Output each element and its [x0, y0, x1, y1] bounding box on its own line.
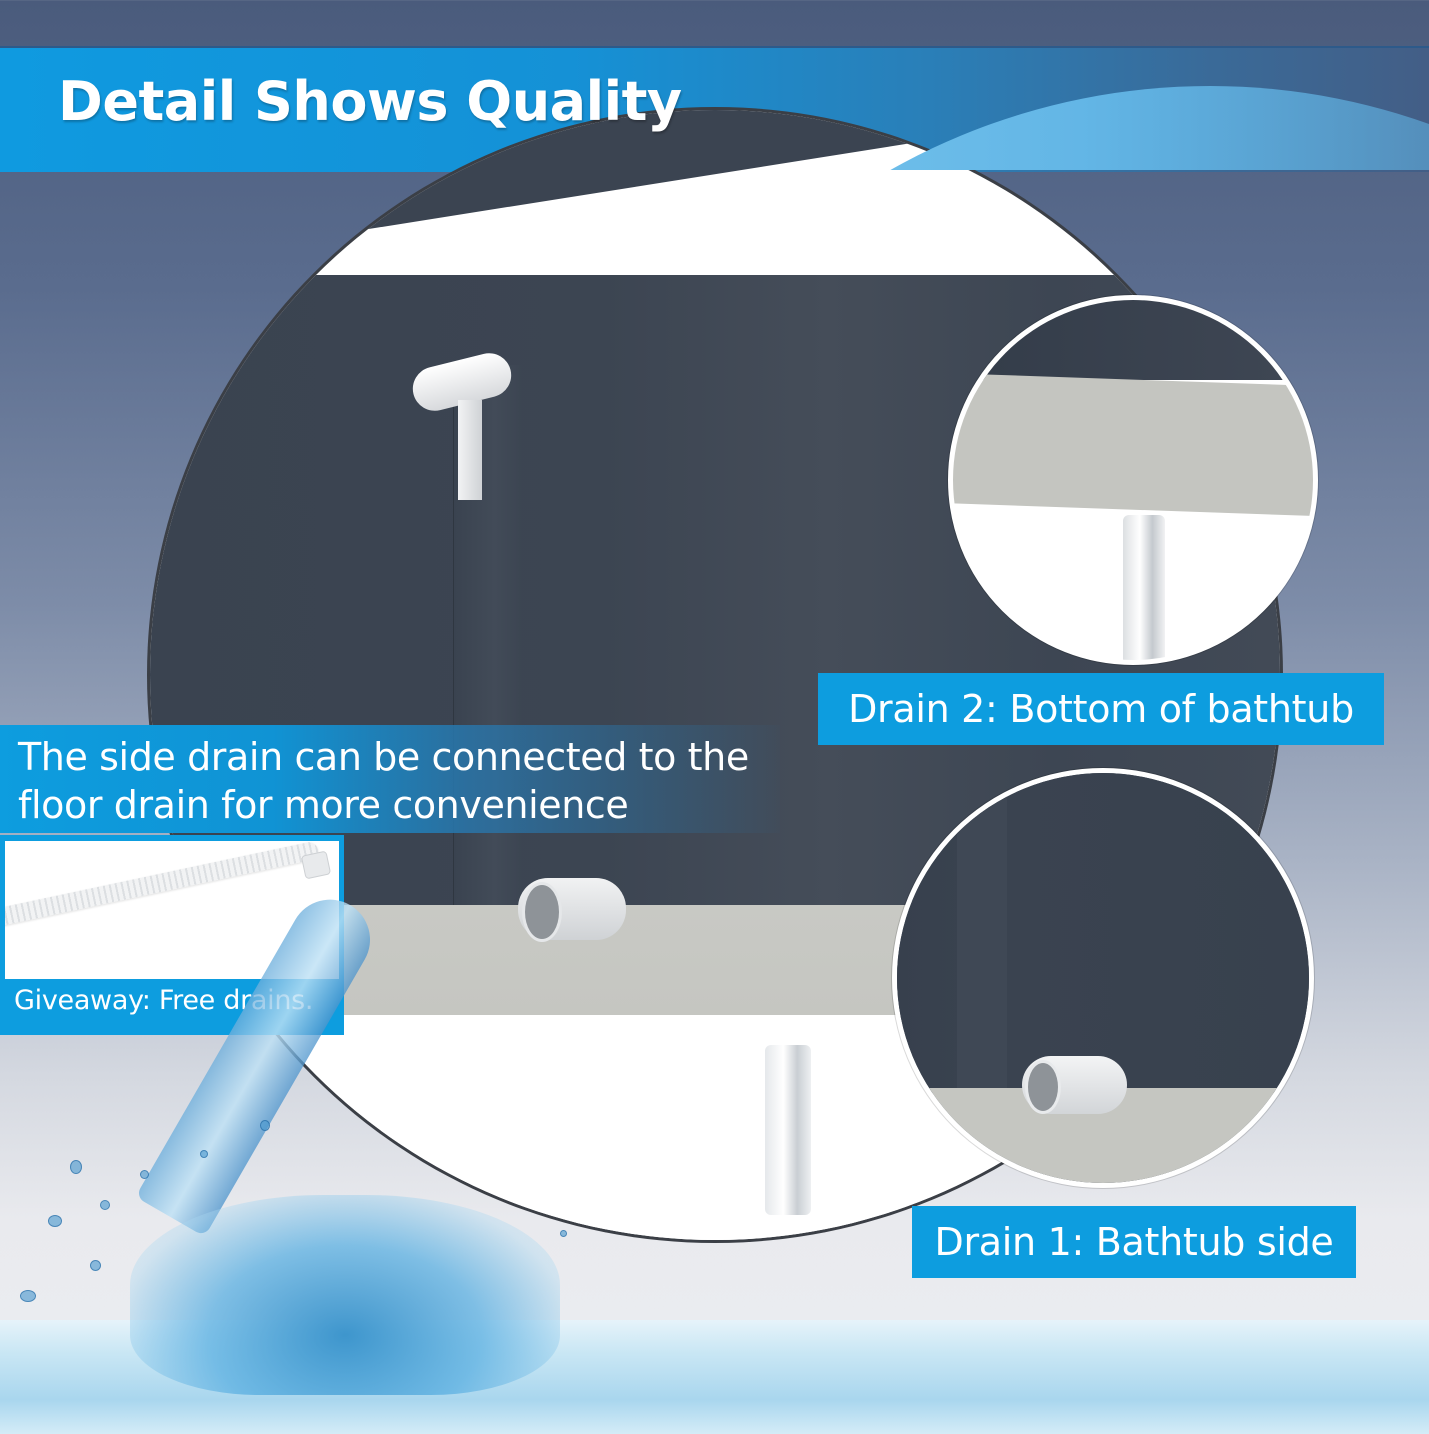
inset-bottom-drain — [948, 295, 1318, 665]
water-droplet — [100, 1200, 110, 1210]
water-droplet — [70, 1160, 82, 1174]
water-splash-icon — [130, 1195, 560, 1395]
drain2-label-text: Drain 2: Bottom of bathtub — [848, 687, 1354, 731]
drain2-label: Drain 2: Bottom of bathtub — [818, 673, 1384, 745]
inset-tub-band — [953, 372, 1313, 518]
drain1-label: Drain 1: Bathtub side — [912, 1206, 1356, 1278]
water-droplet — [48, 1215, 62, 1227]
side-caption-band — [0, 725, 780, 833]
inset-seam-strip — [957, 773, 1007, 1093]
drain-hose-connector — [300, 850, 332, 880]
water-droplet — [140, 1170, 149, 1179]
drain-hose-icon — [5, 841, 320, 927]
side-caption-line2: floor drain for more convenience — [18, 783, 629, 827]
water-droplet — [90, 1260, 101, 1271]
water-droplet — [200, 1150, 208, 1158]
side-drain-opening — [1025, 1060, 1061, 1114]
inset-tub-wall — [953, 300, 1313, 380]
side-caption-line1: The side drain can be connected to the — [18, 735, 749, 779]
inset-side-drain — [892, 768, 1314, 1188]
water-droplet — [260, 1120, 270, 1131]
page-title: Detail Shows Quality — [58, 70, 682, 133]
side-drain-opening — [522, 882, 562, 942]
water-stream-icon — [1123, 515, 1165, 660]
drain1-label-text: Drain 1: Bathtub side — [934, 1220, 1334, 1264]
header-highlight-arc — [560, 46, 1429, 170]
bottom-drain-water-stream — [765, 1045, 811, 1215]
water-droplet — [560, 1230, 567, 1237]
water-droplet — [20, 1290, 36, 1302]
side-caption: The side drain can be connected to the f… — [18, 733, 778, 829]
t-joint-stem — [458, 400, 482, 500]
